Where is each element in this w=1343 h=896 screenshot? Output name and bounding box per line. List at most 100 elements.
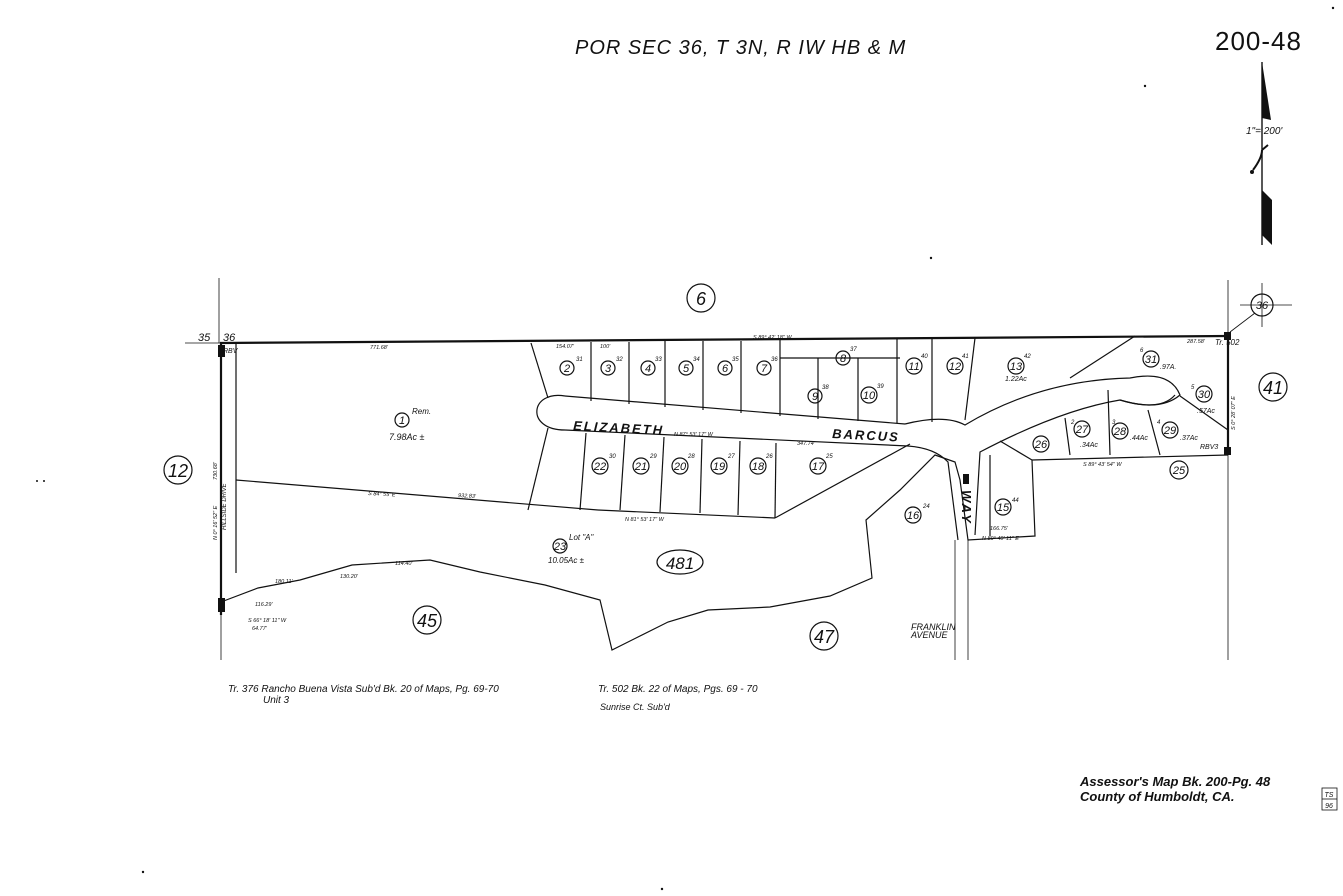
section-number-right: 36: [223, 332, 236, 344]
adjacent-parcel-6[interactable]: 6: [686, 283, 716, 313]
svg-text:33: 33: [655, 357, 662, 363]
lot-8[interactable]: 837: [835, 347, 857, 366]
dim-100: 100': [600, 344, 611, 350]
tract-502-note: Tr. 502 Bk. 22 of Maps, Pgs. 69 - 70: [598, 684, 758, 695]
book-page-481-label: 481: [656, 549, 704, 575]
dim-s0e: S 0° 28' 07" E: [1231, 396, 1237, 430]
svg-text:.97A.: .97A.: [1160, 364, 1176, 371]
svg-text:1: 1: [399, 415, 405, 427]
svg-text:20: 20: [673, 461, 687, 473]
svg-text:22: 22: [593, 461, 606, 473]
svg-text:12: 12: [168, 461, 188, 481]
map-section-title: POR SEC 36, T 3N, R IW HB & M: [575, 37, 906, 59]
svg-text:19: 19: [713, 461, 725, 473]
svg-text:37: 37: [850, 347, 857, 353]
street-name-way: WAY: [959, 490, 974, 525]
svg-text:31: 31: [576, 357, 583, 363]
svg-text:27: 27: [727, 454, 735, 460]
svg-text:30: 30: [609, 454, 616, 460]
section-corner-icon: [1229, 283, 1292, 333]
tract-502-subdivision: Sunrise Ct. Sub'd: [600, 702, 671, 712]
lot-1[interactable]: 1 Rem. 7.98Ac ±: [389, 407, 431, 442]
svg-text:6: 6: [696, 289, 707, 309]
north-arrow-icon: [1250, 62, 1272, 245]
lot-5[interactable]: 534: [678, 357, 700, 376]
lot-30[interactable]: 305.57Ac: [1191, 385, 1215, 415]
adjacent-parcel-25[interactable]: 25: [1169, 460, 1189, 480]
svg-text:2: 2: [1070, 420, 1075, 426]
svg-text:41: 41: [1263, 378, 1283, 398]
lot-29[interactable]: 294.37Ac: [1157, 420, 1198, 442]
dim-287: 287.58': [1186, 339, 1206, 345]
lot-6[interactable]: 635: [717, 357, 739, 376]
svg-text:26: 26: [1034, 439, 1048, 451]
adjacent-parcel-45[interactable]: 45: [412, 605, 442, 635]
adjacent-parcel-12[interactable]: 12: [163, 455, 193, 485]
lot-7[interactable]: 736: [756, 357, 778, 376]
svg-text:96: 96: [1325, 803, 1333, 810]
dim-730: 730.68': [213, 461, 219, 480]
dim-s89b: S 89° 43' 54" W: [1083, 462, 1122, 468]
svg-text:42: 42: [1024, 354, 1031, 360]
svg-text:13: 13: [1010, 361, 1023, 373]
map-scale-label: 1"= 200': [1246, 126, 1283, 137]
svg-text:18: 18: [752, 461, 765, 473]
svg-text:6: 6: [722, 363, 729, 375]
rbv3-monument-label: RBV3: [1200, 444, 1218, 451]
tract-502-label: Tr. 502: [1215, 338, 1240, 347]
adjacent-parcel-41[interactable]: 41: [1258, 372, 1288, 402]
dim-180: 180.11': [275, 579, 293, 585]
svg-text:8: 8: [840, 353, 847, 365]
dim-130: 130.20': [340, 574, 359, 580]
adjacent-parcel-47[interactable]: 47: [809, 621, 839, 651]
svg-text:11: 11: [908, 361, 919, 373]
lot-27[interactable]: 272.34Ac: [1070, 420, 1098, 449]
dim-n87: N 87° 53' 17" W: [674, 432, 714, 438]
lot-28[interactable]: 283.44Ac: [1111, 420, 1148, 442]
svg-text:.57Ac: .57Ac: [1197, 408, 1215, 415]
svg-text:2: 2: [563, 363, 570, 375]
street-name-barcus: BARCUS: [832, 426, 900, 445]
svg-text:7.98Ac ±: 7.98Ac ±: [389, 432, 425, 442]
lot-31[interactable]: 316.97A.: [1140, 348, 1176, 371]
svg-text:12: 12: [949, 361, 961, 373]
rbv-monument-label: RBV: [223, 348, 239, 355]
footer-assessor-map-reference: Assessor's Map Bk. 200-Pg. 48: [1079, 774, 1271, 789]
svg-text:34: 34: [693, 357, 700, 363]
svg-text:17: 17: [812, 461, 825, 473]
lot-2[interactable]: 2 31: [559, 357, 583, 376]
dim-n81: N 81° 53' 17" W: [625, 517, 665, 523]
street-name-elizabeth: ELIZABETH: [573, 418, 665, 438]
svg-text:38: 38: [822, 385, 829, 391]
svg-text:27: 27: [1075, 424, 1089, 436]
svg-text:.37Ac: .37Ac: [1180, 435, 1198, 442]
lot-3[interactable]: 332: [600, 357, 623, 376]
svg-text:481: 481: [666, 554, 694, 573]
lot-26[interactable]: 26: [1032, 435, 1050, 453]
section-number-left: 35: [198, 332, 211, 344]
dim-114: 114.40': [395, 561, 413, 567]
lot-9[interactable]: 938: [807, 385, 829, 404]
svg-text:10: 10: [863, 390, 876, 402]
lot-4[interactable]: 433: [640, 357, 662, 376]
svg-text:3: 3: [605, 363, 612, 375]
svg-text:Rem.: Rem.: [412, 407, 431, 416]
lot-divider-lines: [579, 335, 1229, 536]
svg-text:.44Ac: .44Ac: [1130, 435, 1148, 442]
svg-text:6: 6: [1140, 348, 1144, 354]
svg-text:10.05Ac ±: 10.05Ac ±: [548, 556, 585, 565]
